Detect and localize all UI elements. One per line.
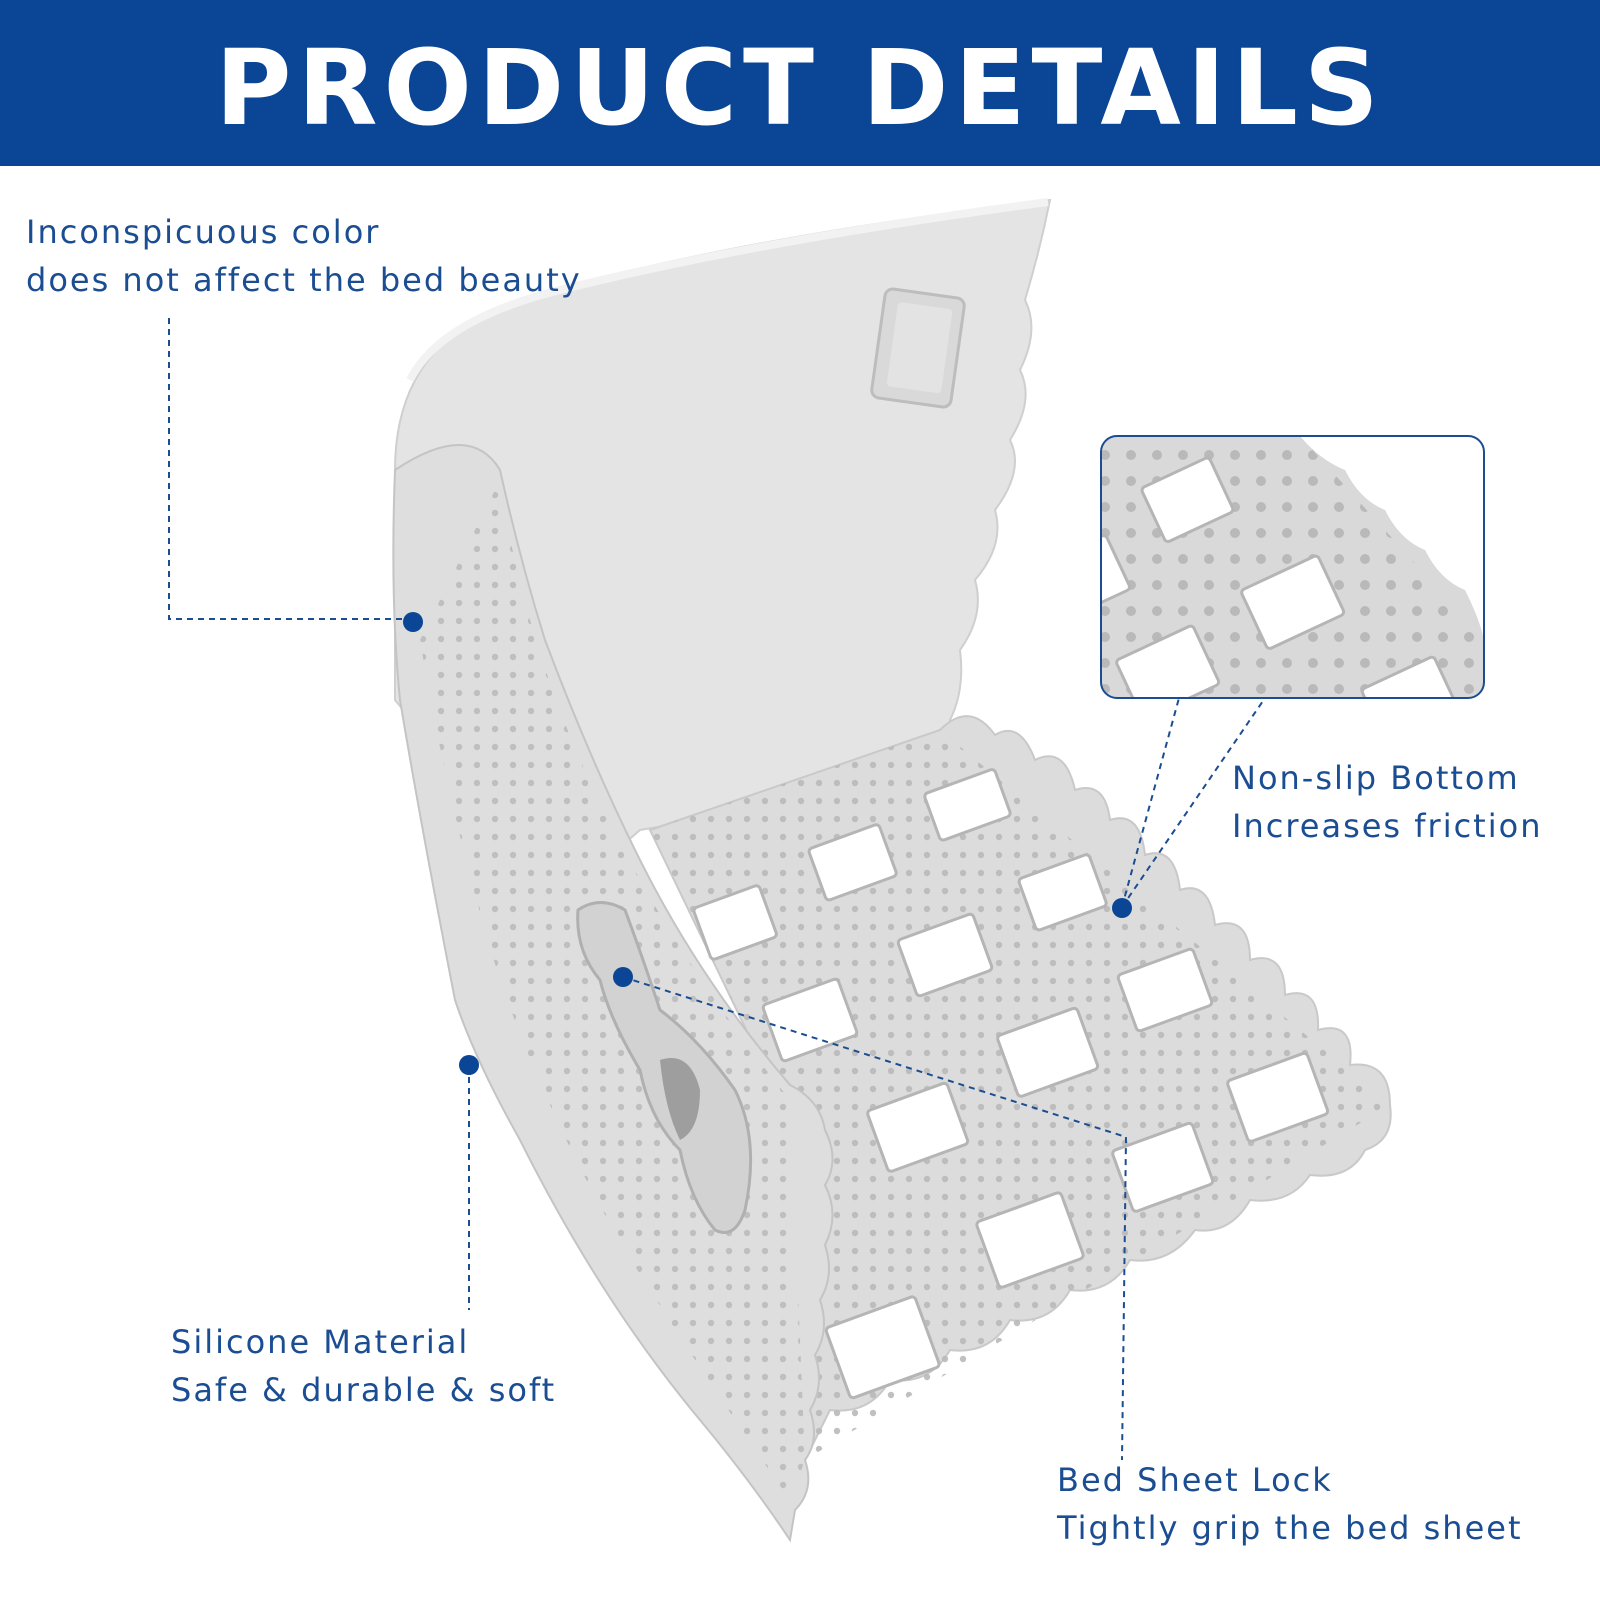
banner-title: PRODUCT DETAILS xyxy=(215,27,1385,149)
callout-bed-sheet-lock: Bed Sheet Lock Tightly grip the bed shee… xyxy=(1057,1456,1522,1552)
connector-inconspicuous xyxy=(168,318,413,620)
callout-title: Inconspicuous color xyxy=(26,213,381,251)
marker-inconspicuous-dot xyxy=(403,612,423,632)
zoom-inset xyxy=(1100,435,1485,699)
callout-subtitle: Safe & durable & soft xyxy=(171,1371,557,1409)
banner-title-graphic: PRODUCT DETAILS xyxy=(214,26,1385,151)
callout-title: Silicone Material xyxy=(171,1323,470,1361)
callout-subtitle: does not affect the bed beauty xyxy=(26,261,582,299)
callout-inconspicuous-color: Inconspicuous color does not affect the … xyxy=(26,208,582,304)
connector-nonslip-a xyxy=(1121,697,1180,908)
callout-silicone-material: Silicone Material Safe & durable & soft xyxy=(171,1318,556,1414)
callout-title: Bed Sheet Lock xyxy=(1057,1461,1333,1499)
callout-subtitle: Tightly grip the bed sheet xyxy=(1057,1509,1523,1547)
callout-title: Non-slip Bottom xyxy=(1232,759,1520,797)
callout-non-slip-bottom: Non-slip Bottom Increases friction xyxy=(1232,754,1542,850)
tray-holes xyxy=(692,768,1330,1400)
marker-lock-dot xyxy=(613,967,633,987)
callout-subtitle: Increases friction xyxy=(1232,807,1543,845)
marker-silicone-dot xyxy=(459,1055,479,1075)
header-banner: PRODUCT DETAILS xyxy=(0,0,1600,166)
marker-nonslip-dot xyxy=(1112,898,1132,918)
connector-nonslip-b xyxy=(1121,697,1266,908)
